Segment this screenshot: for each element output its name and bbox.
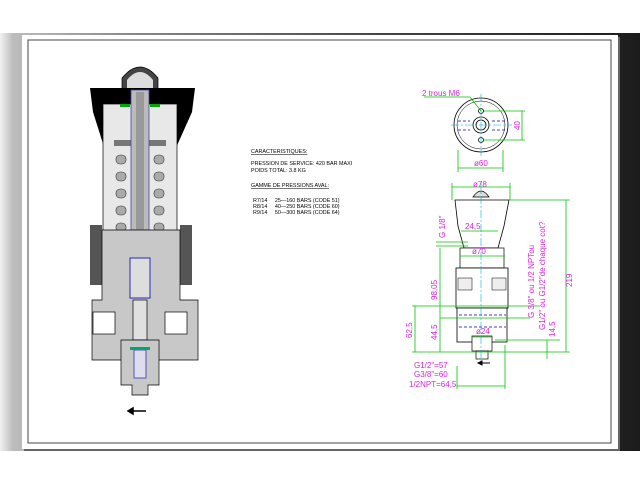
dim-g38: G3/8"=60 [414, 370, 448, 379]
dim-d70: ø70 [472, 247, 486, 256]
dim-24-5: 24,5 [465, 222, 481, 231]
specs-range-heading: GAMME DE PRESSIONS AVAL: [251, 183, 329, 189]
specifications-block: CARACTERISTIQUES: PRESSION DE SERVICE: 4… [251, 149, 352, 216]
specs-heading: CARACTERISTIQUES: [251, 149, 307, 155]
dim-d24: ø24 [476, 327, 490, 336]
side-view: ø78 24,5 G 1/8" ø70 98,05 62,5 44,5 ø24 … [405, 180, 574, 389]
dim-g12: G1/2"=57 [414, 361, 448, 370]
flow-arrow-icon [126, 406, 146, 416]
port-size-b: G1/2" ou G1/2"de chaque cot? [538, 221, 547, 330]
specs-pressure: PRESSION DE SERVICE: 420 BAR MAXI [251, 161, 352, 167]
dim-14-5: 14,5 [548, 321, 557, 337]
dim-npt: 1/2NPT=64,5 [409, 380, 457, 389]
dim-62-5: 62,5 [405, 322, 414, 338]
top-view: 2 trous M6 ø60 40 [422, 89, 525, 172]
dim-d78: ø78 [473, 180, 487, 189]
specs-range-row: R7/14 25—160 BARS (CODE 51) [253, 198, 340, 204]
dim-219: 219 [565, 273, 574, 287]
flow-arrow-icon [476, 360, 490, 366]
sheet-border [27, 39, 612, 444]
holes-label: 2 trous M6 [422, 89, 460, 98]
port-size-a: G 3/8" ou 1/2 NPTou [527, 245, 536, 318]
dim-40: 40 [513, 121, 522, 130]
dim-g18: G 1/8" [438, 215, 447, 238]
specs-weight: POIDS TOTAL: 3.8 KG [251, 168, 306, 174]
dim-44-5: 44,5 [430, 324, 439, 340]
specs-range-row: R9/14 50—300 BARS (CODE 64) [253, 210, 340, 216]
dim-d60: ø60 [474, 159, 488, 168]
specs-range-row: R8/14 40—250 BARS (CODE 60) [253, 204, 340, 210]
dim-98-05: 98,05 [430, 279, 439, 300]
valve-section-view [90, 66, 199, 416]
